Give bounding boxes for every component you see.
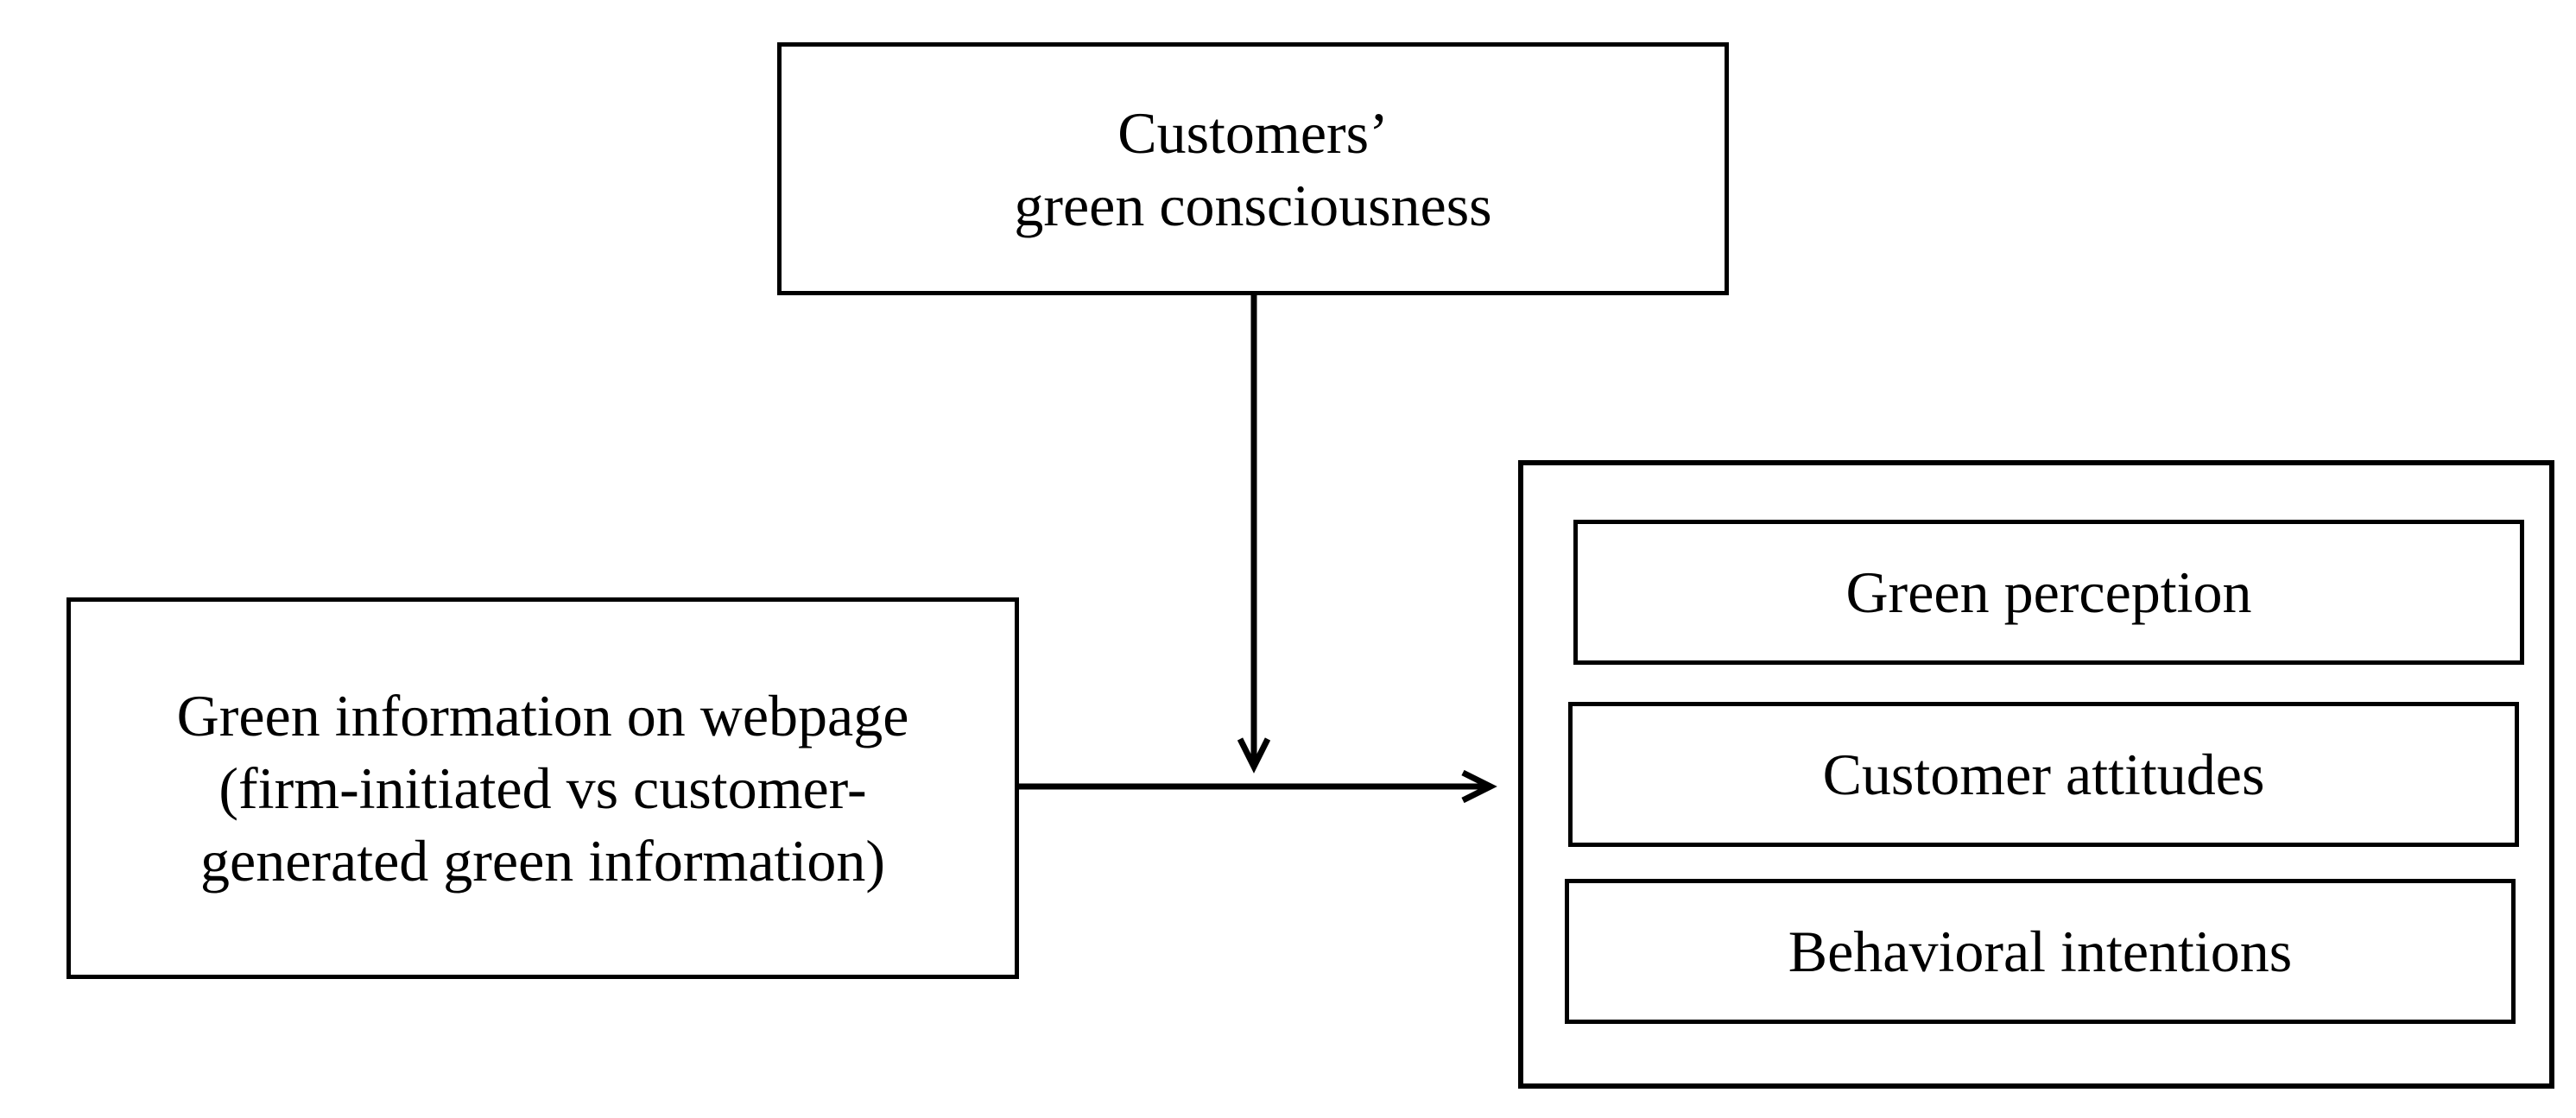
outcome-label: Customer attitudes [1822, 742, 2265, 807]
outcome-box-behavioral-intentions: Behavioral intentions [1565, 879, 2516, 1024]
outcome-box-green-perception: Green perception [1573, 520, 2524, 665]
moderator-box: Customers’ green consciousness [777, 42, 1729, 295]
independent-variable-label: Green information on webpage (firm-initi… [176, 683, 909, 894]
outcome-label: Green perception [1845, 559, 2252, 625]
moderator-label: Customers’ green consciousness [1014, 99, 1492, 238]
outcome-label: Behavioral intentions [1788, 919, 2293, 984]
outcome-box-customer-attitudes: Customer attitudes [1568, 702, 2519, 847]
main-effect-arrowhead [1461, 769, 1497, 804]
independent-variable-box: Green information on webpage (firm-initi… [66, 597, 1019, 979]
moderation-arrowhead [1237, 737, 1271, 774]
